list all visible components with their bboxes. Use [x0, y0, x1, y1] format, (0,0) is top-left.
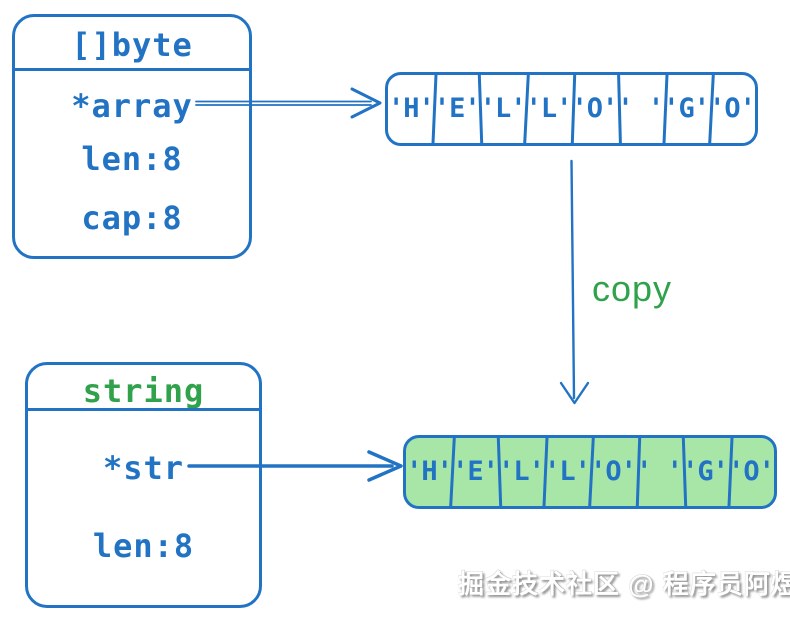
- watermark-text: 掘金技术社区 @ 程序员阿煜: [458, 569, 790, 599]
- array-cell: 'O': [709, 93, 756, 124]
- array-cell: 'H': [388, 93, 435, 124]
- byte-array: 'H' 'E' 'L' 'L' 'O' ' ' 'G' 'O': [385, 72, 758, 146]
- array-cell: 'L': [525, 93, 573, 124]
- byte-struct-title: []byte: [71, 26, 193, 64]
- byte-field-array-pointer: *array: [71, 87, 193, 125]
- array-cell: 'L': [544, 456, 591, 487]
- copy-arrow: [559, 159, 590, 405]
- byte-field-len: len:8: [81, 140, 183, 178]
- string-struct-box: string *str len:8: [25, 362, 262, 608]
- string-field-str-pointer: *str: [102, 449, 185, 487]
- array-cell: 'E': [433, 93, 481, 124]
- string-struct-title: string: [82, 372, 205, 410]
- string-array: 'H' 'E' 'L' 'L' 'O' ' ' 'G' 'O': [403, 435, 777, 509]
- array-cell: 'G': [682, 456, 729, 487]
- array-cell: 'L': [498, 456, 545, 487]
- array-cell: 'G': [663, 93, 710, 124]
- copy-label: copy: [592, 268, 673, 309]
- byte-struct-box: []byte *array len:8 cap:8: [12, 14, 252, 259]
- array-cell: 'O': [590, 456, 637, 487]
- array-cell: ' ': [636, 456, 683, 487]
- array-cell: 'L': [479, 93, 527, 124]
- array-cell: 'E': [452, 456, 499, 487]
- byte-field-cap: cap:8: [81, 199, 183, 237]
- string-struct-divider: [26, 408, 261, 411]
- array-cell: ' ': [617, 93, 664, 124]
- array-cell: 'H': [406, 456, 453, 487]
- array-cell: 'O': [571, 93, 619, 124]
- string-field-len: len:8: [92, 527, 195, 565]
- array-cell: 'O': [728, 456, 775, 487]
- byte-struct-divider: [13, 68, 251, 71]
